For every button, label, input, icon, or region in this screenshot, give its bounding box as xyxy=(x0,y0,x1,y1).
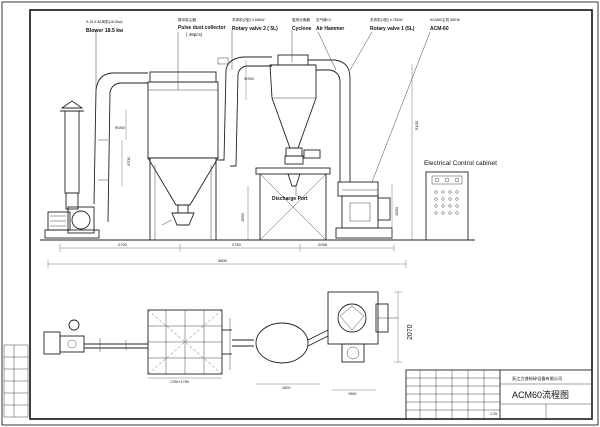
rotary-valve-2-label: Rotary valve 2 ( 5L) xyxy=(232,26,278,32)
dim-d250-left: Φ250 xyxy=(115,125,126,130)
dimension-texts: Φ250 Φ250 4700 5100 1960 1580 2700 2750 … xyxy=(115,76,419,396)
title-block-texts: 浙江力普粉碎设备有限公司 ACM60流程图 1:25 xyxy=(490,375,569,416)
callout-texts: 5-19 4.5A风机(18.5kw) Blower 18.5 kw 脉冲除尘器… xyxy=(86,17,497,202)
rotary-valve-2-cn-label: 关风机(2型) 0.55KW xyxy=(232,17,265,22)
blower-label: Blower 18.5 kw xyxy=(86,28,124,34)
dim-h4700: 4700 xyxy=(126,156,131,166)
plan-view xyxy=(43,291,398,375)
acm-label: ACM-60 xyxy=(430,26,449,32)
exhaust-stack xyxy=(60,100,84,210)
blower-duct xyxy=(93,72,148,223)
dim-w1756: 1756+1760 xyxy=(170,380,189,384)
rotary-valve-1-cn-label: 关风机(1型) 0.75KW xyxy=(370,17,403,22)
discharge-stand xyxy=(255,167,331,241)
plan-dimensions xyxy=(148,291,402,391)
dim-w1600: 1600 xyxy=(282,386,290,390)
dim-d250-top: Φ250 xyxy=(244,76,255,81)
drawing-title: ACM60流程图 xyxy=(512,389,569,400)
electrical-cabinet xyxy=(425,171,469,241)
left-margin-cells xyxy=(3,344,29,418)
pulse-dust-collector xyxy=(147,71,219,240)
cyclone-to-mill-duct xyxy=(308,59,351,182)
cyclone-label: Cyclone xyxy=(292,26,312,32)
title-block-grid xyxy=(405,369,593,420)
dim-w2058: 2058 xyxy=(318,242,328,247)
dim-h2070: 2070 xyxy=(407,324,414,340)
acm-cn-label: ACM60主机 55KW xyxy=(430,17,461,22)
company-name: 浙江力普粉碎设备有限公司 xyxy=(512,375,562,382)
dim-w2700: 2700 xyxy=(118,242,128,247)
dust-collector-cn-label: 脉冲除尘器 xyxy=(178,17,196,22)
control-cabinet-label: Electrical Control cabinet xyxy=(424,160,497,167)
leader-lines xyxy=(95,30,431,226)
dim-h5100: 5100 xyxy=(414,120,419,130)
air-hammer-cn-label: 空气锤×2 xyxy=(316,17,331,22)
discharge-port-label: Discharge Port xyxy=(272,196,308,202)
dim-h1580: 1580 xyxy=(394,206,399,216)
rotary-valve-1-label: Rotary valve 1 (5L) xyxy=(370,26,415,32)
dim-w2750: 2750 xyxy=(232,242,242,247)
dim-w9800: 9800 xyxy=(218,258,228,263)
cyclone xyxy=(269,54,321,165)
drawing-scale: 1:25 xyxy=(490,412,497,416)
cyclone-cn-label: 旋风分离器 xyxy=(292,17,310,22)
collector-to-cyclone-duct xyxy=(217,56,272,167)
dust-collector-label: Pulse dust collector xyxy=(178,25,226,31)
dim-h1960: 1960 xyxy=(240,212,245,222)
elevation-dimensions xyxy=(47,60,413,268)
blower-cn-label: 5-19 4.5A风机(18.5kw) xyxy=(86,19,123,24)
dust-collector-count: ( 48pcs) xyxy=(186,32,203,37)
acm-mill xyxy=(335,181,393,239)
dim-w1960-plan: 1960 xyxy=(348,392,356,396)
air-hammer-label: Air Hammer xyxy=(316,26,344,32)
drawing-frame xyxy=(29,9,593,420)
blower-unit xyxy=(44,206,100,239)
